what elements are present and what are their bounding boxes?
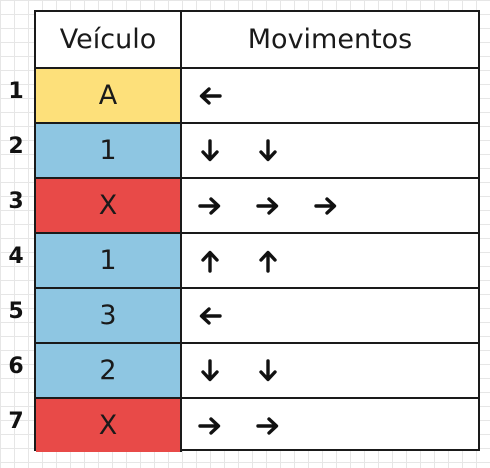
row-number: 2 (8, 134, 24, 159)
moves-cell (182, 234, 478, 287)
arrow-right-icon (254, 192, 282, 220)
row-number: 6 (8, 354, 24, 379)
table-row: X (36, 397, 478, 452)
vehicle-cell: 3 (36, 289, 182, 342)
row-number: 4 (8, 244, 24, 269)
row-number: 1 (8, 79, 24, 104)
moves-cell (182, 179, 478, 232)
arrow-down-icon (254, 137, 282, 165)
arrow-left-icon (196, 302, 224, 330)
arrow-down-icon (196, 357, 224, 385)
row-number: 7 (8, 409, 24, 434)
vehicle-cell: 1 (36, 124, 182, 177)
vehicle-cell: A (36, 69, 182, 122)
moves-cell (182, 124, 478, 177)
arrow-up-icon (196, 247, 224, 275)
moves-cell (182, 69, 478, 122)
vehicle-cell: X (36, 179, 182, 232)
moves-cell (182, 399, 478, 452)
table-row: X (36, 177, 478, 232)
vehicle-cell: X (36, 399, 182, 452)
moves-cell (182, 344, 478, 397)
arrow-right-icon (196, 412, 224, 440)
arrow-left-icon (196, 82, 224, 110)
row-number: 3 (8, 189, 24, 214)
header-moves: Movimentos (247, 24, 413, 55)
table-row: 1 (36, 122, 478, 177)
arrow-down-icon (254, 357, 282, 385)
table-row: A (36, 67, 478, 122)
header-vehicle: Veículo (36, 12, 182, 67)
vehicle-cell: 2 (36, 344, 182, 397)
arrow-up-icon (254, 247, 282, 275)
vehicle-cell: 1 (36, 234, 182, 287)
arrow-down-icon (196, 137, 224, 165)
arrow-right-icon (196, 192, 224, 220)
moves-cell (182, 289, 478, 342)
table-row: 2 (36, 342, 478, 397)
arrow-right-icon (254, 412, 282, 440)
row-number: 5 (8, 299, 24, 324)
arrow-right-icon (312, 192, 340, 220)
table-header: Veículo Movimentos (36, 12, 478, 67)
table-row: 3 (36, 287, 478, 342)
table-row: 1 (36, 232, 478, 287)
